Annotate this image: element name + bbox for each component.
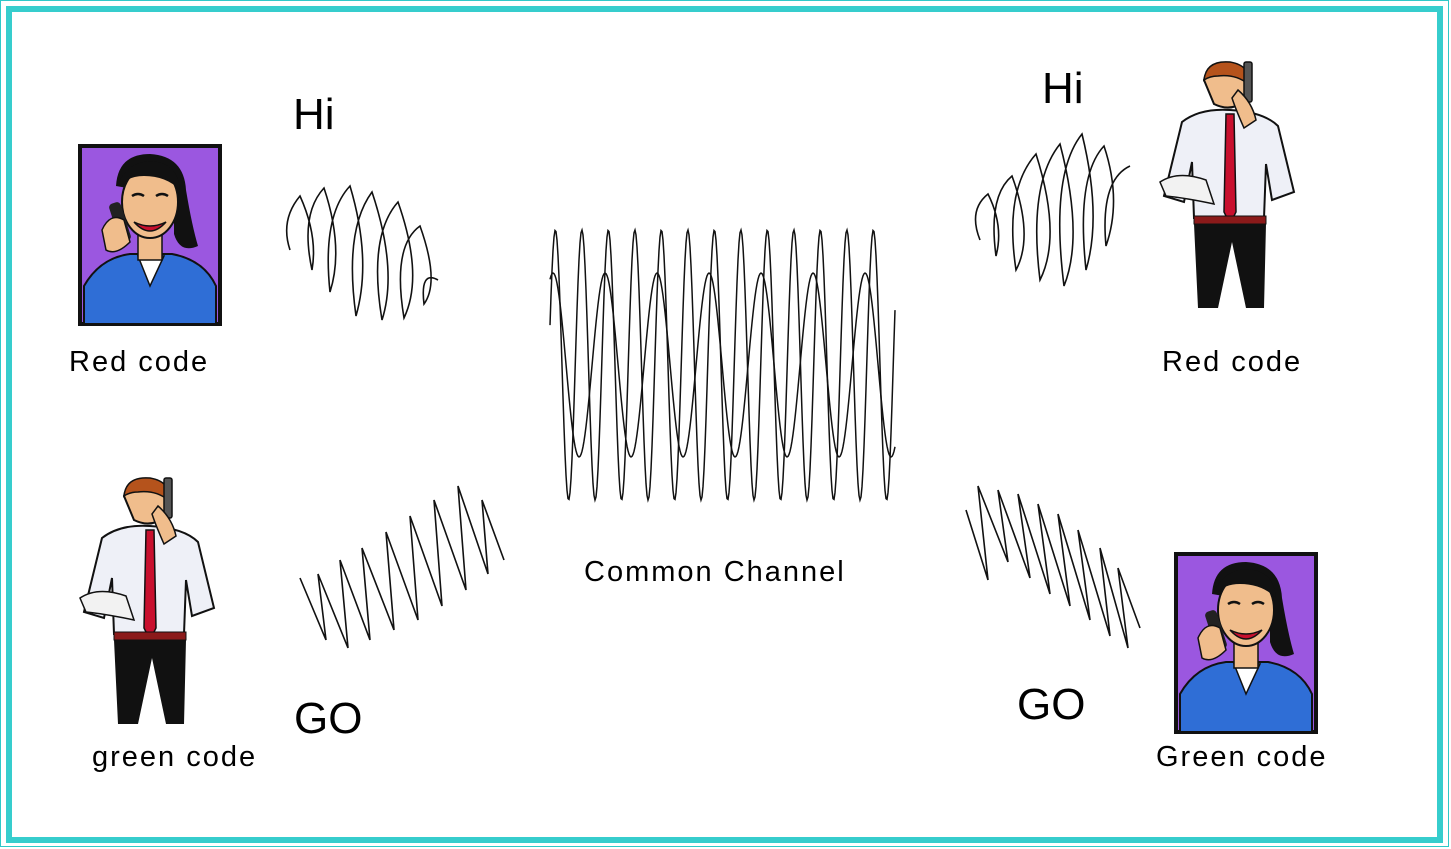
code-label-red-left: Red code [69, 346, 210, 378]
woman-on-phone-icon [1174, 552, 1318, 734]
signal-wave-bottom-left [299, 485, 505, 649]
word-hi-right: Hi [1042, 64, 1084, 113]
man-on-phone-icon [79, 476, 215, 725]
word-go-right: GO [1017, 680, 1086, 729]
channel-label: Common Channel [584, 556, 846, 588]
word-go-left: GO [294, 694, 363, 743]
common-channel-waveform [549, 227, 896, 503]
code-label-green-right: Green code [1156, 741, 1328, 773]
signal-wave-top-right [974, 132, 1131, 287]
code-label-green-left: green code [92, 741, 258, 773]
channel-wave-slow [549, 272, 896, 458]
man-on-phone-icon [1159, 60, 1295, 310]
woman-on-phone-icon [78, 144, 222, 326]
signal-wave-bottom-right [965, 485, 1141, 649]
code-label-red-right: Red code [1162, 346, 1303, 378]
slide-border [6, 6, 1443, 843]
channel-wave-fast [549, 227, 896, 503]
signal-wave-top-left [285, 184, 439, 321]
word-hi-left: Hi [293, 90, 335, 139]
